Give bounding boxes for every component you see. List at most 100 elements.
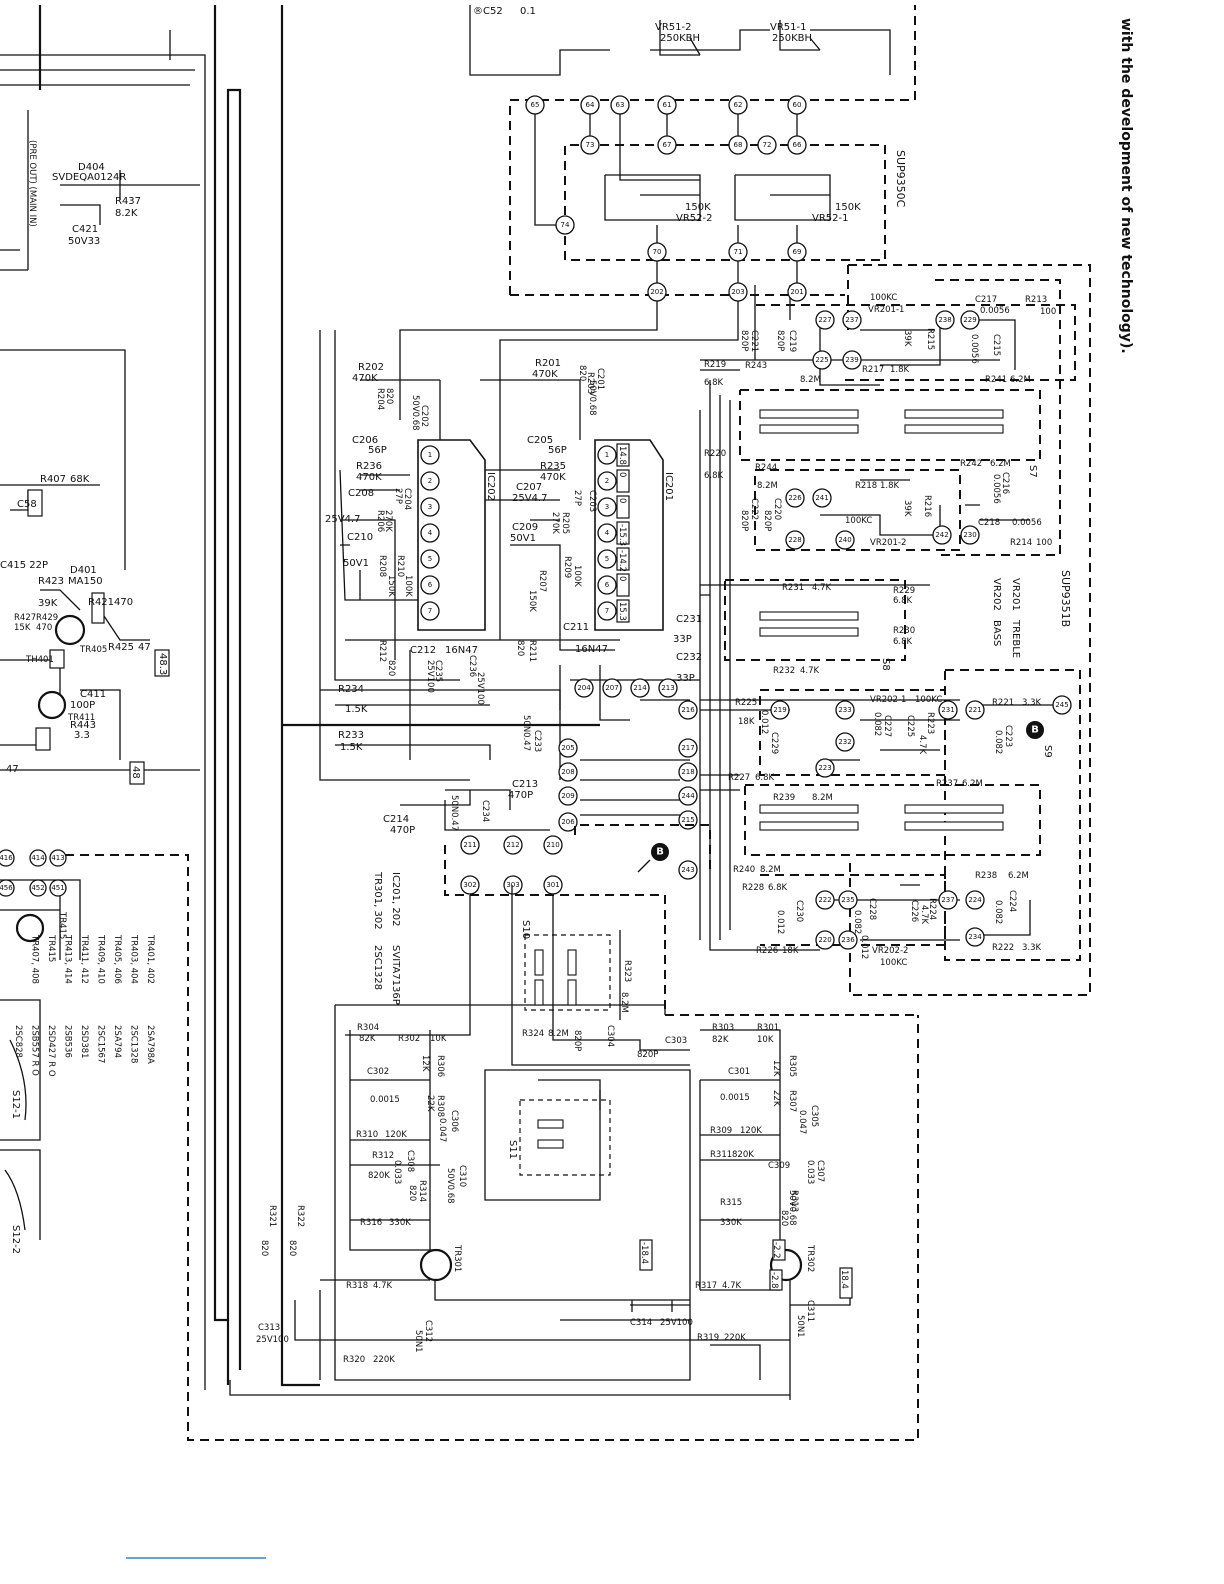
label-right-texts-v0012: 0.012 <box>859 935 869 959</box>
label-right-texts-r226v: 18K <box>782 946 799 956</box>
value-vr52-1: 150K <box>835 202 861 213</box>
label-bottom-texts-r303v: 82K <box>712 1035 729 1045</box>
node-222 <box>815 890 835 910</box>
pin-voltage-box <box>616 547 630 571</box>
node-label-6: 6 <box>428 581 433 589</box>
label-right-texts-vr201-1v: 100KC <box>870 293 897 303</box>
pin-voltage-box <box>616 495 630 519</box>
label-right-texts-c220v: 820P <box>762 510 772 531</box>
label-r236: R236 <box>356 461 382 472</box>
label-right-texts-r230v: 6.8K <box>893 637 913 647</box>
svg-text:215: 215 <box>681 816 694 824</box>
label-bottom-texts-r320: R320 <box>343 1355 365 1365</box>
label-right-texts-r218v: 1.8K <box>880 481 900 491</box>
value-r423: 39K <box>38 598 58 609</box>
value-r407: 68K <box>70 474 90 485</box>
label-right-texts-r221: R221 <box>992 698 1014 708</box>
value-c421: 50V33 <box>68 236 100 247</box>
label-bottom-texts-c309: C309 <box>768 1161 790 1171</box>
label-v254: 25V4.7 <box>325 514 360 525</box>
label-r210: R210 <box>395 555 405 577</box>
label-bottom-texts-r317v: 4.7K <box>722 1281 742 1291</box>
node-label-1: 1 <box>605 451 609 459</box>
label-bottom-texts-r306: R306 <box>435 1055 445 1077</box>
svg-text:303: 303 <box>506 881 519 889</box>
pin-voltage-box <box>616 443 630 467</box>
label-r209: R209 <box>562 556 572 578</box>
svg-text:216: 216 <box>681 706 695 714</box>
node-label-236: 236 <box>841 936 855 944</box>
label-c231: C231 <box>676 614 702 625</box>
node-label-238: 238 <box>938 316 951 324</box>
label-right-texts-c216: C216 <box>1000 472 1010 494</box>
label-bottom-texts-r319: R319 <box>697 1333 719 1343</box>
label-c203: C203 <box>587 490 597 512</box>
node-5 <box>597 549 617 569</box>
label-d401: D401 <box>70 565 97 576</box>
label-right-texts-c230v: 0.012 <box>775 910 785 934</box>
svg-text:71: 71 <box>734 248 743 256</box>
label-right-texts-c221v: 820P <box>739 330 749 351</box>
node-242 <box>932 525 952 545</box>
value-c203: 27P <box>572 490 582 506</box>
label-right-texts-vr202-2v: 100KC <box>880 958 907 968</box>
label-right-texts-c224v: 0.082 <box>993 900 1003 924</box>
node-label-4: 4 <box>605 529 610 537</box>
svg-text:452: 452 <box>31 884 44 892</box>
transistor-tr405-symbol <box>54 614 86 646</box>
label-right-texts-r219: R219 <box>704 360 726 370</box>
ic-table-line3: TR301, 302 <box>372 871 383 930</box>
label-right-texts-c216v: 0.0056 <box>991 474 1001 504</box>
node-2 <box>420 471 440 491</box>
value-r235: 470K <box>540 472 566 483</box>
value-r233: 1.5K <box>340 742 363 753</box>
label-right-texts-c219: C219 <box>787 330 797 352</box>
node-240 <box>835 530 855 550</box>
node-label-5: 5 <box>428 555 432 563</box>
value-r212: 820 <box>386 660 396 676</box>
label-right-texts-r224v: 4.7K <box>919 905 929 925</box>
label-c235: C235 <box>433 660 443 682</box>
label-bottom-texts-r309v: 120K <box>740 1126 762 1136</box>
node-label-6: 6 <box>605 581 610 589</box>
tr-table-right-0: 2SA798A <box>145 1025 155 1064</box>
label-r437: R437 <box>115 196 141 207</box>
label-c236: C236 <box>467 655 477 677</box>
label-bottom-texts-c306v: 0.047 <box>437 1118 447 1142</box>
label-c415: C415 22P <box>0 560 48 571</box>
node-224 <box>965 890 985 910</box>
value-r421: 470 <box>114 597 133 608</box>
node-226 <box>785 488 805 508</box>
label-bottom-texts-r301v: 10K <box>757 1035 774 1045</box>
label-right-texts-r239v: 8.2M <box>812 793 833 803</box>
label-right-texts-r227: R227 <box>728 773 750 783</box>
legend-vr201: VR201 <box>1010 578 1021 611</box>
value-r208: 150K <box>386 575 396 597</box>
svg-text:207: 207 <box>605 684 618 692</box>
node-230 <box>960 525 980 545</box>
label-r443: R443 <box>70 720 96 731</box>
node-label-237: 237 <box>941 896 954 904</box>
label-bottom-texts-c301v: 0.0015 <box>720 1093 750 1103</box>
node-label-5: 5 <box>605 555 609 563</box>
label-right-texts-c218v: 0.0056 <box>1012 518 1042 528</box>
svg-text:302: 302 <box>463 881 476 889</box>
svg-text:211: 211 <box>463 841 476 849</box>
label-bottom-texts-r311v: 820K <box>732 1150 754 1160</box>
value-c209: 50V1 <box>510 533 536 544</box>
svg-text:213: 213 <box>661 684 674 692</box>
label-bottom-texts-c301: C301 <box>728 1067 750 1077</box>
label-right-texts-r238v: 6.2M <box>1008 871 1029 881</box>
label-bottom-texts-r315: R315 <box>720 1198 742 1208</box>
label-right-texts-c228v: 0.082 <box>852 910 862 934</box>
label-bottom-texts-r321v: 820 <box>259 1240 269 1256</box>
label-ic202: IC202 <box>485 472 496 501</box>
label-bottom-texts-tr302: TR302 <box>805 1244 815 1272</box>
label-v47: 47 <box>6 764 19 775</box>
label-bottom-texts-c313: C313 <box>258 1323 280 1333</box>
label-right-texts-c226: C226 <box>909 900 919 922</box>
svg-text:69: 69 <box>793 248 802 256</box>
pin-voltage-2: 0 <box>617 472 627 477</box>
